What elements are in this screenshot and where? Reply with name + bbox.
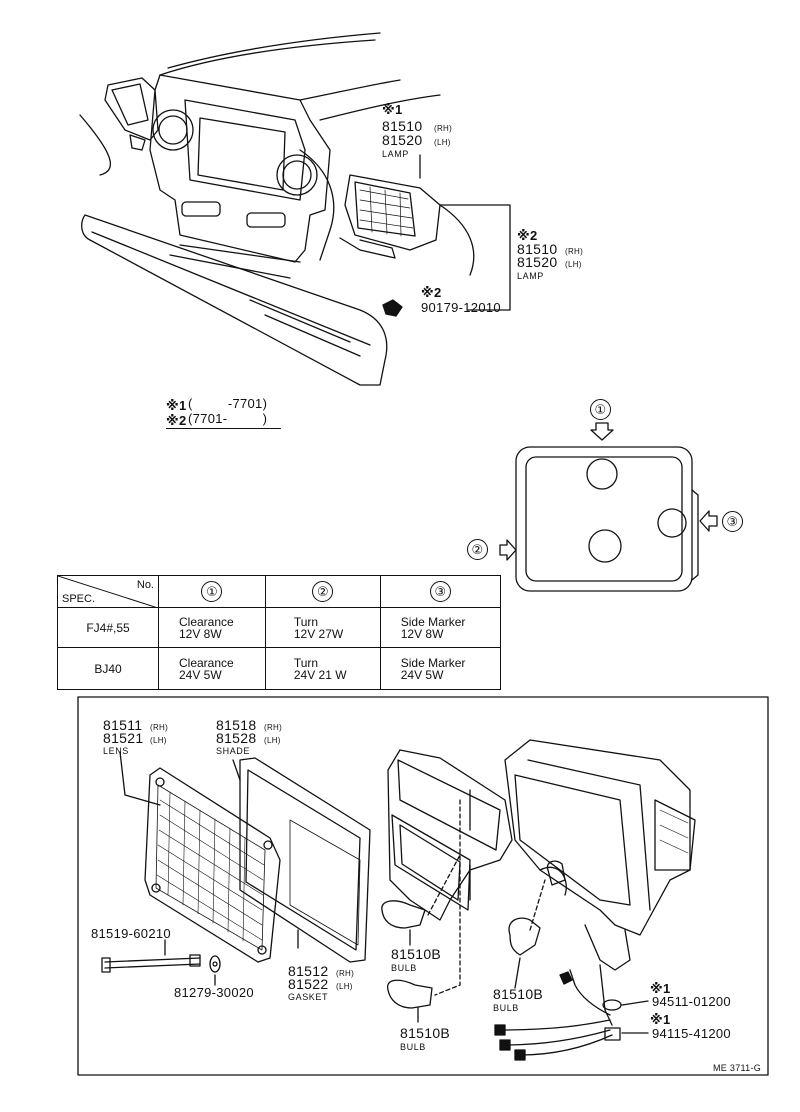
- callout-1-part-rh: 81510: [382, 118, 423, 134]
- vehicle-front-drawing: [79, 32, 511, 386]
- row-2-col-1-rating: 24V 5W: [179, 667, 222, 682]
- footnote-1-range: ( -7701): [188, 396, 268, 411]
- col-3-header: ③: [379, 575, 502, 608]
- spec-table-corner: No. SPEC.: [57, 575, 159, 608]
- shade-part-rh: 81518: [216, 717, 257, 733]
- row-1-col-1-rating: 12V 8W: [179, 626, 222, 641]
- col-2-header: ②: [264, 575, 381, 608]
- col-1-header: ①: [158, 575, 266, 608]
- view-3-label: ③: [722, 511, 743, 532]
- shade-tag-rh: (RH): [264, 723, 283, 732]
- lens-tag-rh: (RH): [150, 723, 169, 732]
- row-1-col-2-rating: 12V 27W: [293, 626, 344, 641]
- bulb-a-name: BULB: [391, 963, 417, 973]
- row-2-col-2-type: Turn: [293, 655, 319, 670]
- shade-tag-lh: (LH): [264, 736, 281, 745]
- lamp-face-view: [499, 422, 718, 592]
- exploded-drawing: [101, 739, 696, 1061]
- callout-2-tag-rh: (RH): [565, 247, 584, 256]
- lens-part-rh: 81511: [103, 717, 143, 733]
- callout-1-tag-lh: (LH): [434, 138, 451, 147]
- bulb-c-part: 81510B: [400, 1025, 451, 1041]
- spec-header-spec: SPEC.: [62, 593, 96, 605]
- footnote-2-marker: ※2: [166, 413, 187, 428]
- gasket-part-lh: 81522: [288, 976, 329, 992]
- row-2-spec: BJ40: [57, 647, 159, 690]
- gasket-part-rh: 81512: [288, 963, 329, 979]
- callout-2-name: LAMP: [517, 271, 544, 281]
- view-1-label: ①: [590, 399, 611, 420]
- footnote-1-marker: ※1: [166, 398, 187, 413]
- screw-81519-part: 81519-60210: [91, 926, 171, 941]
- callout-2-marker: ※2: [517, 228, 538, 243]
- grommet-2-part: 94115-41200: [652, 1026, 731, 1041]
- bulb-b-name: BULB: [493, 1003, 519, 1013]
- bulb-c-name: BULB: [400, 1042, 426, 1052]
- shade-part-lh: 81528: [216, 730, 257, 746]
- row-1-col-1-type: Clearance: [179, 614, 234, 629]
- callout-1-tag-rh: (RH): [434, 124, 453, 133]
- exploded-view-frame: [77, 696, 769, 1076]
- row-1-spec: FJ4#,55: [57, 607, 159, 648]
- callout-1-name: LAMP: [382, 149, 409, 159]
- row-2-col-2-rating: 24V 21 W: [293, 667, 347, 682]
- row-1-col-3-rating: 12V 8W: [400, 626, 444, 641]
- callout-2-tag-lh: (LH): [565, 260, 582, 269]
- footnote-underline: [166, 428, 281, 429]
- lens-name: LENS: [103, 746, 129, 756]
- gasket-name: GASKET: [288, 992, 329, 1002]
- row-1-col-2-type: Turn: [293, 614, 319, 629]
- callout-1-marker: ※1: [382, 102, 403, 117]
- screw-marker: ※2: [421, 285, 442, 300]
- spec-header-no: No.: [136, 579, 154, 591]
- gasket-tag-lh: (LH): [336, 982, 353, 991]
- callout-2-part-rh: 81510: [517, 241, 558, 257]
- grommet-1-marker: ※1: [650, 981, 671, 996]
- lens-tag-lh: (LH): [150, 736, 167, 745]
- row-2-col-1-type: Clearance: [179, 655, 234, 670]
- washer-part: 81279-30020: [174, 985, 254, 1000]
- bulb-b-part: 81510B: [493, 986, 544, 1002]
- footnote-2-range: (7701- ): [188, 411, 268, 426]
- callout-2-part-lh: 81520: [517, 254, 558, 270]
- grommet-1-part: 94511-01200: [652, 994, 731, 1009]
- shade-name: SHADE: [216, 746, 251, 756]
- callout-1-part-lh: 81520: [382, 132, 423, 148]
- figure-code: ME 3711-G: [713, 1063, 762, 1073]
- grommet-2-marker: ※1: [650, 1012, 671, 1027]
- row-2-col-3-rating: 24V 5W: [400, 667, 444, 682]
- gasket-tag-rh: (RH): [336, 969, 355, 978]
- row-1-col-3-type: Side Marker: [400, 614, 466, 629]
- view-2-label: ②: [467, 539, 488, 560]
- lens-part-lh: 81521: [103, 730, 144, 746]
- bulb-a-part: 81510B: [391, 946, 442, 962]
- row-2-col-3-type: Side Marker: [400, 655, 466, 670]
- screw-part-number: 90179-12010: [421, 300, 501, 315]
